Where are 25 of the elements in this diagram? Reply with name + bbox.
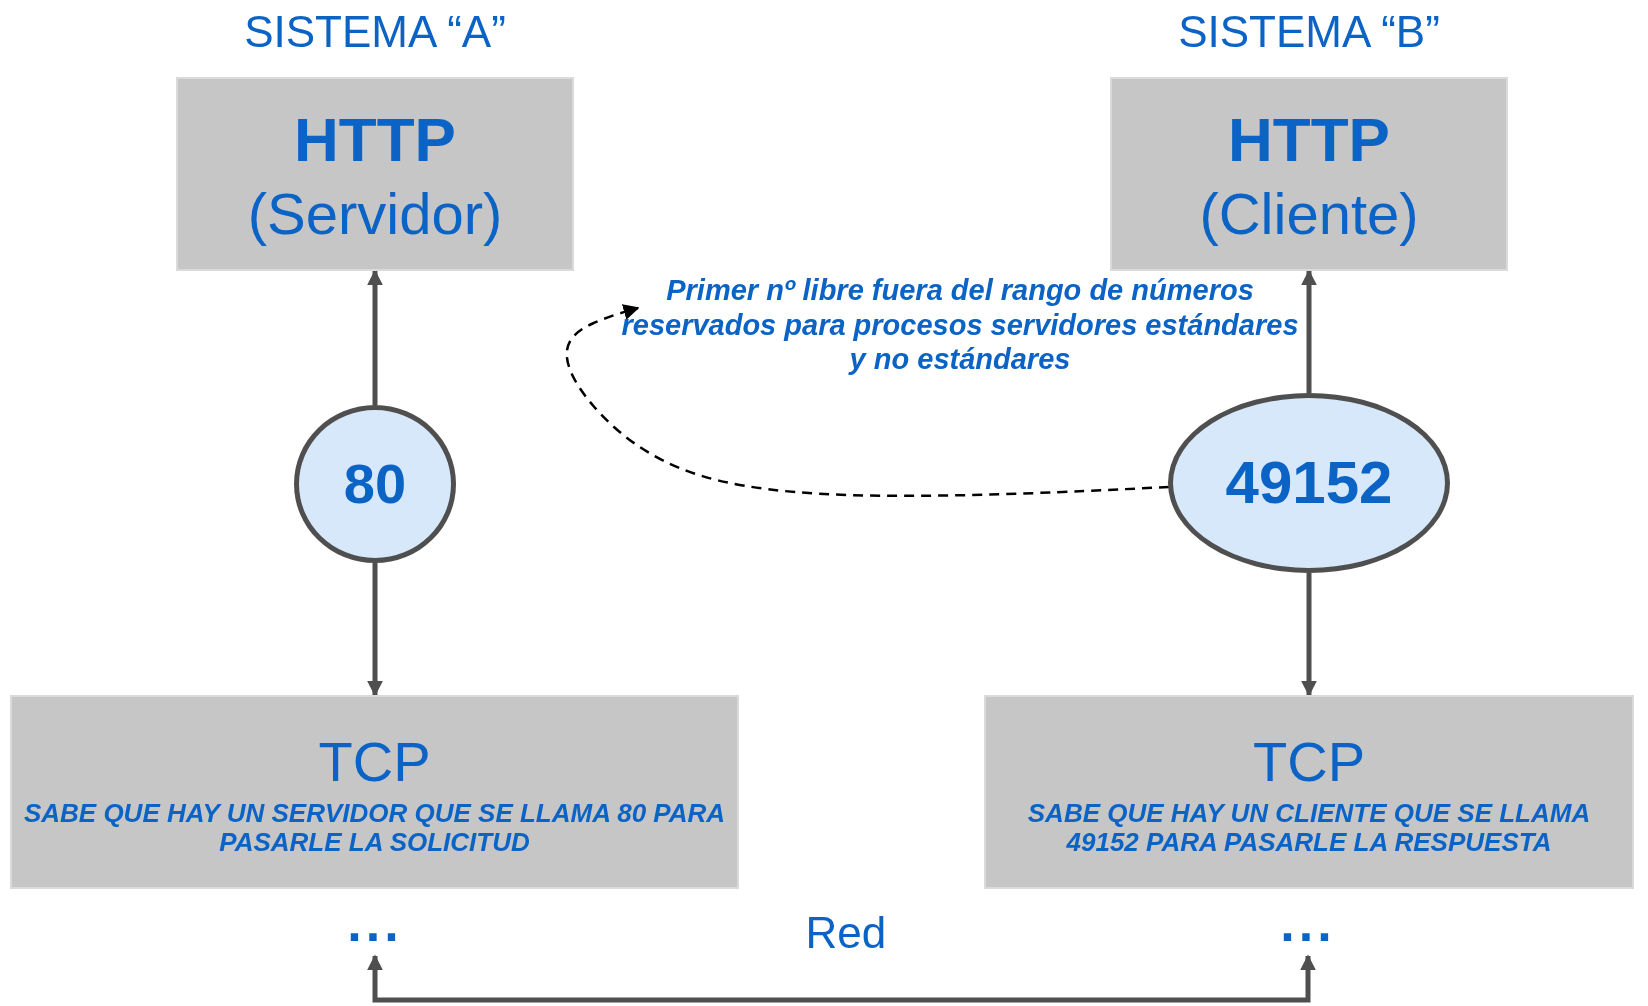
arrow — [367, 954, 1316, 1003]
arrow — [367, 269, 383, 405]
layer-box — [176, 77, 574, 271]
layer-title: 80 — [343, 450, 407, 517]
layer-title: 49152 — [1225, 448, 1393, 518]
ellipsis-text: ... — [1280, 903, 1336, 943]
arrow — [1301, 573, 1317, 697]
dashed-arrow — [565, 304, 1170, 498]
layer-title: TCP — [1253, 728, 1365, 795]
layer-box — [984, 695, 1634, 889]
layer-note: (Servidor) — [246, 180, 504, 248]
layer-box — [1110, 77, 1508, 271]
layer-title: HTTP — [294, 104, 456, 177]
system-heading: SISTEMA “A” — [243, 7, 507, 57]
ellipsis-text: ... — [347, 903, 403, 943]
system-heading: SISTEMA “B” — [1177, 7, 1441, 57]
layer-note: (Cliente) — [1198, 180, 1420, 248]
arrow — [1301, 269, 1317, 393]
layer-box — [10, 695, 739, 889]
arrow — [367, 563, 383, 697]
layer-note: SABE QUE HAY UN SERVIDOR QUE SE LLAMA 80 PARA PASARLE LA SOLICITUD — [22, 798, 727, 859]
layer-title: HTTP — [1228, 104, 1390, 177]
annotation-text: Primer nº libre fuera del rango de números reservados para procesos servidores estándares y no estándares — [620, 272, 1300, 378]
layer-title: TCP — [318, 728, 431, 795]
layer-note: SABE QUE HAY UN CLIENTE QUE SE LLAMA 49152 PARA PASARLE LA RESPUESTA — [1026, 798, 1592, 859]
